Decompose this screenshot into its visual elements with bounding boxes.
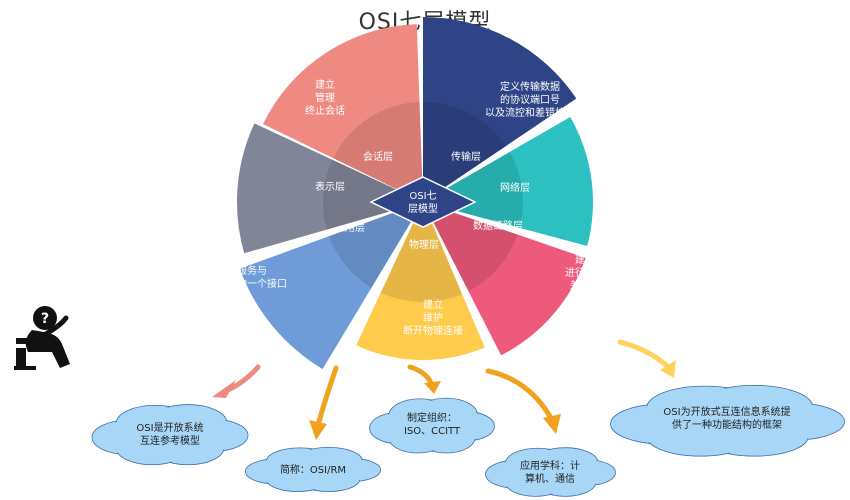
note-cloud-2: 简称：OSI/RM <box>245 446 381 492</box>
center-label-line2: 层模型 <box>408 202 438 215</box>
connector-arrows <box>212 339 676 440</box>
center-shape <box>369 176 477 228</box>
wedge-shape <box>423 202 586 356</box>
wedge-inner-band <box>380 202 463 302</box>
arrow-shaft <box>315 365 339 428</box>
wedge-shape <box>239 202 423 370</box>
layer-wedge-3: 网络层 进行逻辑地址寻址实现不同网络之间的路径选择 <box>423 117 690 246</box>
layer-name: 表示层 <box>315 180 345 193</box>
cloud-shape <box>369 397 495 454</box>
cloud-shape <box>485 447 616 497</box>
wedge-shape <box>423 117 593 246</box>
note-text: 应用学科：计算机、通信 <box>520 459 580 485</box>
center-label-line1: OSI七 <box>409 190 436 202</box>
layer-wedge-2: 传输层 定义传输数据的协议端口号以及流控和差错校检 <box>423 17 577 202</box>
wedge-inner-band <box>423 202 518 292</box>
layer-description: 进行逻辑地址寻址实现不同网络之间的路径选择 <box>600 143 690 182</box>
cloud-shape <box>91 404 249 466</box>
layer-name: 会话层 <box>363 150 393 163</box>
arrow-to-note-1 <box>212 364 261 398</box>
arrow-head <box>309 420 327 440</box>
layer-name: 传输层 <box>451 150 481 163</box>
layer-wedge-1: 会话层 建立管理终止会话 <box>263 24 423 203</box>
note-cloud-4: 应用学科：计算机、通信 <box>485 447 616 497</box>
thinking-person-icon: ? <box>14 306 70 370</box>
note-text: 简称：OSI/RM <box>280 463 346 476</box>
arrow-to-note-5 <box>617 339 676 378</box>
arrow-shaft <box>617 339 671 370</box>
wedge-shape <box>423 17 577 202</box>
wedge-inner-band <box>329 202 423 288</box>
note-text: OSI是开放系统互连参考模型 <box>136 421 203 447</box>
layer-description: 建立维护断开物理连接 <box>403 298 463 337</box>
svg-text:?: ? <box>41 311 49 327</box>
arrow-to-note-3 <box>407 364 441 394</box>
wedge-shape <box>236 123 423 254</box>
note-cloud-5: OSI为开放式互连信息系统提供了一种功能结构的框架 <box>610 384 845 457</box>
layer-description: 建立逻辑连接进行硬件地址寻址差错校检等功能 <box>565 253 645 292</box>
wedge-inner-band <box>423 152 523 228</box>
note-text: 制定组织：ISO、CCITT <box>404 411 461 437</box>
note-cloud-1: OSI是开放系统互连参考模型 <box>91 404 249 466</box>
wedge-inner-band <box>323 159 423 230</box>
wedge-inner-band <box>423 102 506 202</box>
layer-description: 建立管理终止会话 <box>305 78 345 117</box>
layer-description: 数据的表示安全压缩 <box>163 163 213 202</box>
arrow-shaft <box>407 364 435 388</box>
arrow-head <box>660 360 676 378</box>
arrow-to-note-4 <box>485 368 561 434</box>
note-cloud-3: 制定组织：ISO、CCITT <box>369 397 495 454</box>
cloud-shape <box>610 384 845 457</box>
arrow-to-note-2 <box>309 365 339 440</box>
arrow-shaft <box>225 364 261 393</box>
layer-description: 网络服务与最终用户的一个接口 <box>197 264 287 290</box>
arrow-head <box>543 414 561 434</box>
layer-wedge-7: 表示层 数据的表示安全压缩 <box>163 123 423 254</box>
cloud-shape <box>245 446 381 492</box>
note-text: OSI为开放式互连信息系统提供了一种功能结构的框架 <box>663 405 790 431</box>
wedge-shape <box>356 202 485 360</box>
layer-name: 数据链路层 <box>473 219 523 232</box>
layer-description: 定义传输数据的协议端口号以及流控和差错校检 <box>485 80 575 119</box>
arrow-shaft <box>485 368 555 423</box>
wedge-inner-band <box>333 102 423 202</box>
arrow-head <box>212 380 236 398</box>
arrow-head <box>424 381 441 394</box>
wedge-shape <box>263 24 423 203</box>
layer-name: 网络层 <box>500 181 530 194</box>
layer-name: 物理层 <box>409 238 439 251</box>
